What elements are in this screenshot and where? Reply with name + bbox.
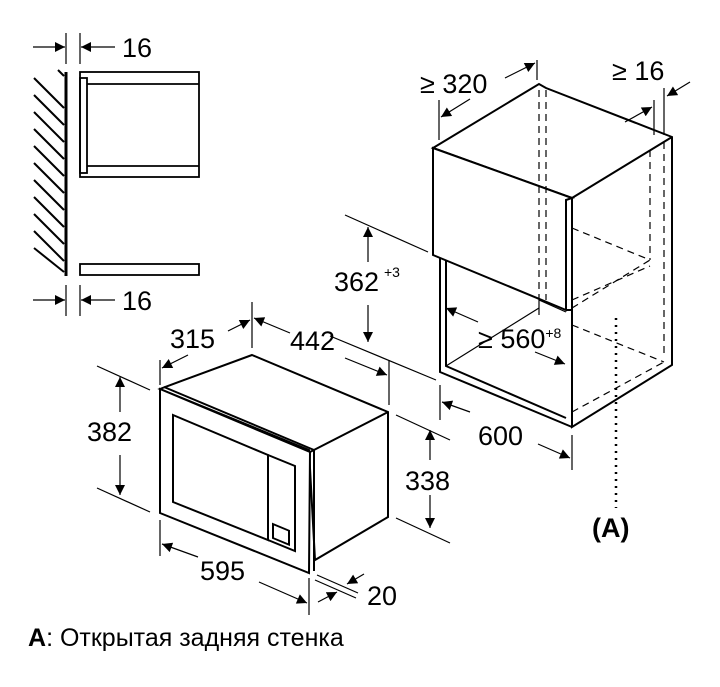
wall-cabinet <box>430 82 673 508</box>
rear-gap-label: ≥ 16 <box>612 56 664 86</box>
body-height-label: 338 <box>405 466 450 496</box>
cabinet-dimensions: ≥ 320 ≥ 16 362 +3 ≥ ≥ 560 600 (A) <box>329 56 691 543</box>
caption-key: A <box>28 624 47 652</box>
top-gap-label: 16 <box>122 33 152 63</box>
frame-width-label: 595 <box>200 556 245 586</box>
niche-width-tolerance: +8 <box>545 325 562 341</box>
cabinet-depth-label: ≥ 320 <box>420 69 487 99</box>
open-back-marker: (A) <box>592 513 629 543</box>
cabinet-height-label: 362 <box>334 267 379 297</box>
top-gap-dimension: 16 <box>33 33 152 64</box>
niche-width-value: ≥ 560 <box>478 324 546 354</box>
caption-text: : Открытая задняя стенка <box>46 624 344 652</box>
frame-thickness-label: 20 <box>367 581 397 611</box>
frame-height-label: 382 <box>87 417 132 447</box>
side-view: 16 16 <box>33 33 200 316</box>
cabinet-height-tolerance: +3 <box>384 264 400 280</box>
legend-caption: A: Открытая задняя стенка <box>28 624 344 653</box>
microwave-display <box>272 522 290 547</box>
niche-width-text: ≥ 560+8 <box>478 324 561 355</box>
side-cabinet <box>79 71 200 276</box>
frame-depth-label: 315 <box>170 324 215 354</box>
microwave-dimensions: 315 442 382 338 595 20 <box>87 302 451 615</box>
bottom-gap-dimension: 16 <box>33 285 152 316</box>
bottom-gap-label: 16 <box>122 286 152 316</box>
wall-hatch <box>33 69 65 273</box>
cabinet-width-label: 600 <box>478 421 523 451</box>
body-depth-label: 442 <box>290 326 335 356</box>
microwave <box>157 353 389 575</box>
